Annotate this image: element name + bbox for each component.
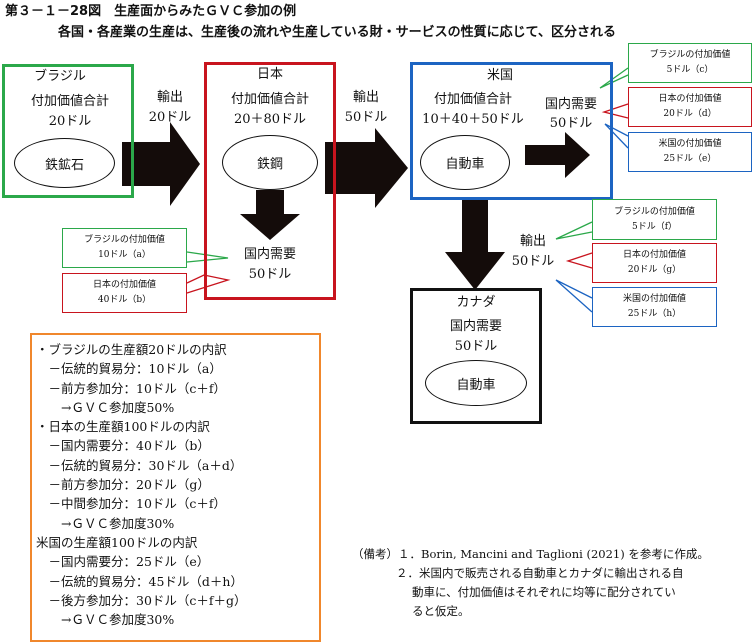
callout-line: 日本の付加価値 (622, 250, 686, 260)
callout-japan-a: ブラジルの付加価値 10ドル（a） (62, 228, 187, 268)
callout-line: 10ドル（a） (98, 250, 151, 260)
callout-tail (555, 279, 593, 313)
summary-line: ・日本の生産額100ドルの内訳 (36, 419, 210, 435)
callout-us-d: 日本の付加価値 20ドル（d） (628, 87, 752, 127)
brazil-product: 鉄鉱石 (14, 138, 115, 188)
callout-tail (186, 251, 229, 263)
summary-line: －伝統的貿易分：45ドル（d＋h） (36, 573, 243, 589)
callout-line: 5ドル（f） (631, 221, 678, 232)
note-item: １．Borin, Mancini and Taglioni (2021) を参考… (398, 547, 709, 561)
export3-label: 輸出 (519, 234, 546, 249)
arrow-japan-domestic (240, 190, 300, 240)
us-va-label: 付加価値合計 (433, 92, 512, 107)
note-item: ると仮定。 (412, 604, 470, 618)
callout-line: 20ドル（g） (627, 265, 682, 275)
summary-line: －後方参加分：30ドル（c＋f＋g） (36, 592, 247, 608)
callout-tail (601, 103, 629, 119)
callout-line: 米国の付加価値 (622, 294, 686, 304)
callout-line: ブラジルの付加価値 (614, 206, 695, 217)
brazil-box (2, 64, 134, 198)
us-demand-label: 国内需要 (544, 97, 597, 112)
callout-canada-h: 米国の付加価値 25ドル（h） (592, 287, 717, 327)
note-item: ２．米国内で販売される自動車とカナダに輸出される自 (396, 566, 684, 580)
summary-line: －伝統的貿易分：30ドル（a＋d） (36, 457, 243, 473)
callout-line: 25ドル（h） (627, 309, 682, 319)
figure-title: 第３－１－28図 生産面からみたＧＶＣ参加の例 (5, 4, 297, 19)
summary-box (30, 333, 321, 642)
summary-line: －伝統的貿易分：10ドル（a） (36, 361, 222, 377)
callout-line: 日本の付加価値 (658, 94, 722, 104)
summary-line: －前方参加分：10ドル（c＋f） (36, 380, 227, 396)
callout-tail (555, 221, 593, 240)
callout-line: 5ドル（c） (666, 65, 714, 75)
japan-product: 鉄鋼 (222, 135, 318, 190)
export1-label: 輸出 (156, 90, 183, 105)
summary-line: →ＧＶＣ参加度50% (36, 399, 175, 415)
figure-subtitle: 各国・各産業の生産は、生産後の流れや生産している財・サービスの性質に応じて、区分… (58, 25, 616, 40)
summary-line: －国内需要分：25ドル（e） (36, 554, 210, 570)
arrow-us-to-canada (445, 200, 505, 290)
japan-box (204, 62, 336, 300)
callout-japan-b: 日本の付加価値 40ドル（b） (62, 273, 187, 313)
japan-va-value: 20＋80ドル (233, 112, 307, 127)
canada-box (410, 288, 542, 424)
callout-line: ブラジルの付加価値 (84, 235, 165, 245)
us-box (410, 62, 613, 200)
callout-canada-f: ブラジルの付加価値 5ドル（f） (592, 199, 717, 240)
canada-demand-label: 国内需要 (449, 319, 502, 334)
callout-line: 20ドル（d） (663, 109, 717, 119)
callout-us-c: ブラジルの付加価値 5ドル（c） (628, 43, 752, 83)
japan-demand-label: 国内需要 (243, 247, 296, 262)
summary-list: ・ブラジルの生産額20ドルの内訳 －伝統的貿易分：10ドル（a） －前方参加分：… (36, 340, 247, 629)
callout-line: 40ドル（b） (97, 295, 152, 305)
callout-tail (565, 252, 593, 269)
japan-va-label: 付加価値合計 (230, 92, 309, 107)
canada-demand-value: 50ドル (454, 339, 498, 354)
summary-line: －前方参加分：20ドル（g） (36, 477, 210, 493)
summary-line: －中間参加分：10ドル（c＋f） (36, 496, 227, 512)
summary-line: －国内需要分：40ドル（b） (36, 438, 210, 454)
export3-value: 50ドル (511, 254, 555, 269)
brazil-va-label: 付加価値合計 (30, 94, 109, 109)
export2-value: 50ドル (344, 110, 388, 125)
callout-tail (186, 274, 231, 294)
callout-canada-g: 日本の付加価値 20ドル（g） (592, 243, 717, 283)
callout-tail (599, 67, 629, 89)
summary-line: →ＧＶＣ参加度30% (36, 515, 175, 531)
summary-line: →ＧＶＣ参加度30% (36, 612, 175, 628)
export1-value: 20ドル (148, 110, 192, 125)
us-demand-value: 50ドル (549, 116, 593, 131)
summary-line: 米国の生産額100ドルの内訳 (36, 534, 198, 550)
arrow-brazil-to-japan (122, 122, 200, 206)
us-name: 米国 (486, 68, 513, 83)
summary-line: ・ブラジルの生産額20ドルの内訳 (36, 342, 227, 357)
callout-line: 米国の付加価値 (658, 139, 722, 149)
arrow-us-domestic (525, 132, 590, 178)
japan-name: 日本 (256, 67, 283, 82)
japan-demand-value: 50ドル (248, 267, 292, 282)
callout-line: ブラジルの付加価値 (649, 50, 731, 60)
canada-name: カナダ (456, 295, 496, 310)
notes-label: （備考） (352, 547, 398, 561)
us-va-value: 10＋40＋50ドル (422, 112, 524, 127)
export2-label: 輸出 (352, 90, 379, 105)
notes: （備考）１．Borin, Mancini and Taglioni (2021)… (352, 545, 709, 621)
brazil-va-value: 20ドル (48, 114, 92, 129)
canada-product: 自動車 (425, 360, 527, 406)
brazil-name: ブラジル (34, 69, 86, 84)
us-product: 自動車 (420, 135, 510, 190)
arrow-japan-to-us (325, 128, 408, 208)
callout-line: 25ドル（e） (663, 154, 717, 164)
note-item: 動車に、付加価値はそれぞれに均等に配分されてい (412, 585, 676, 599)
callout-line: 日本の付加価値 (92, 280, 156, 290)
callout-us-e: 米国の付加価値 25ドル（e） (628, 132, 752, 172)
